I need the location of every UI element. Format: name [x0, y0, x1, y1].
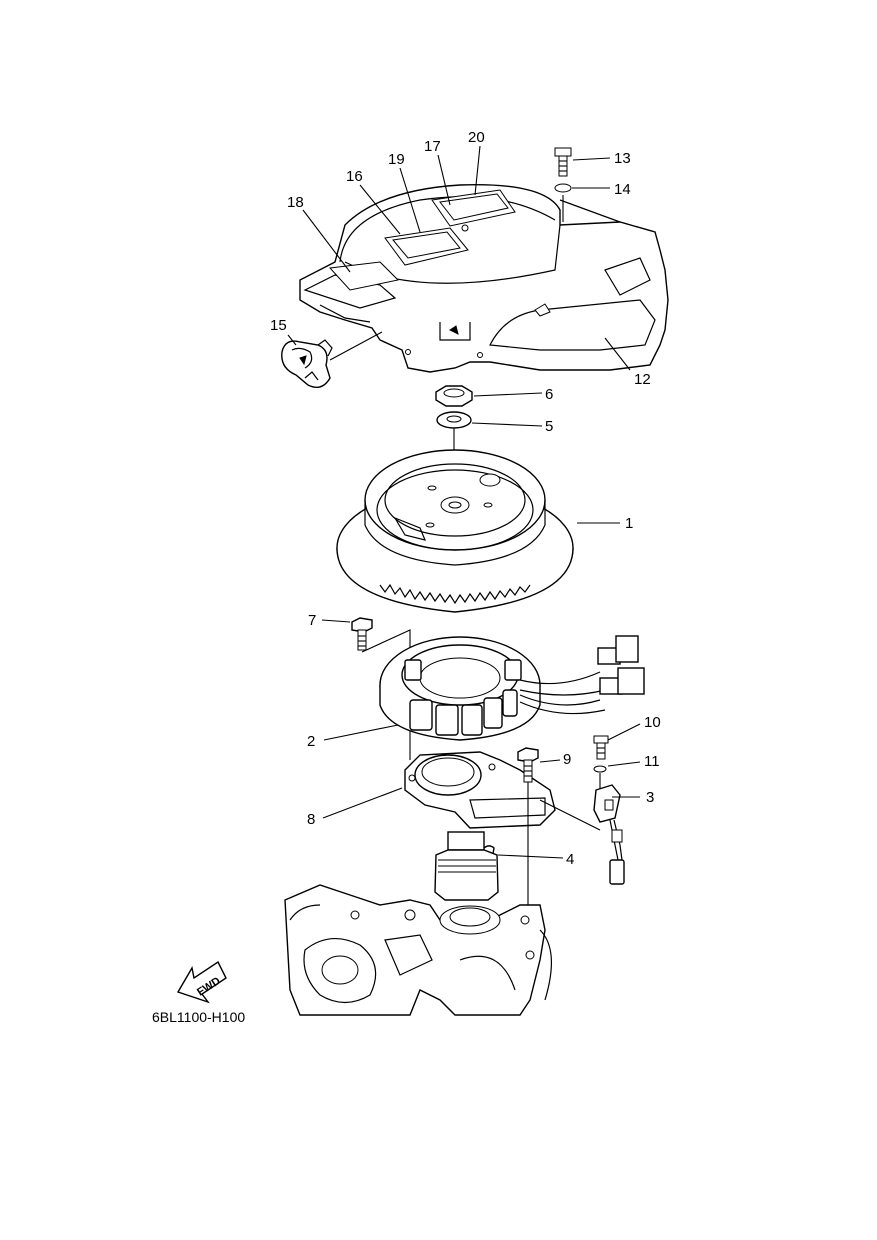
nut-6	[435, 385, 473, 407]
callout-3: 3	[646, 789, 654, 806]
callout-12: 12	[634, 371, 651, 388]
callout-5: 5	[545, 418, 553, 435]
crankcase	[284, 831, 553, 1016]
wire-clamp-15	[281, 339, 333, 388]
fwd-arrow-icon: FWD	[176, 960, 227, 1004]
leader-lines	[287, 145, 641, 859]
callout-19: 19	[388, 151, 405, 168]
callout-7: 7	[308, 612, 316, 629]
flywheel-cover	[299, 184, 669, 373]
callout-1: 1	[625, 515, 633, 532]
callout-10: 10	[644, 714, 661, 731]
callout-17: 17	[424, 138, 441, 155]
flywheel	[336, 449, 574, 613]
callout-11: 11	[644, 753, 660, 770]
callout-6: 6	[545, 386, 553, 403]
washer-11	[593, 765, 607, 773]
callout-9: 9	[563, 751, 571, 768]
pulser-coil	[593, 784, 625, 885]
callout-20: 20	[468, 129, 485, 146]
callout-14: 14	[614, 181, 631, 198]
bolt-7	[351, 617, 373, 651]
callout-15: 15	[270, 317, 287, 334]
stator-base	[404, 751, 556, 829]
callout-16: 16	[346, 168, 363, 185]
bolt-9	[517, 747, 539, 783]
washer-14	[554, 183, 572, 193]
bolt-10	[593, 735, 609, 760]
callout-2: 2	[307, 733, 315, 750]
diagram-code: 6BL1100-H100	[152, 1009, 245, 1025]
callout-8: 8	[307, 811, 315, 828]
callout-4: 4	[566, 851, 574, 868]
bolt-13	[554, 147, 572, 177]
stator-coil	[379, 635, 645, 741]
washer-5	[436, 411, 472, 429]
callout-13: 13	[614, 150, 631, 167]
callout-18: 18	[287, 194, 304, 211]
